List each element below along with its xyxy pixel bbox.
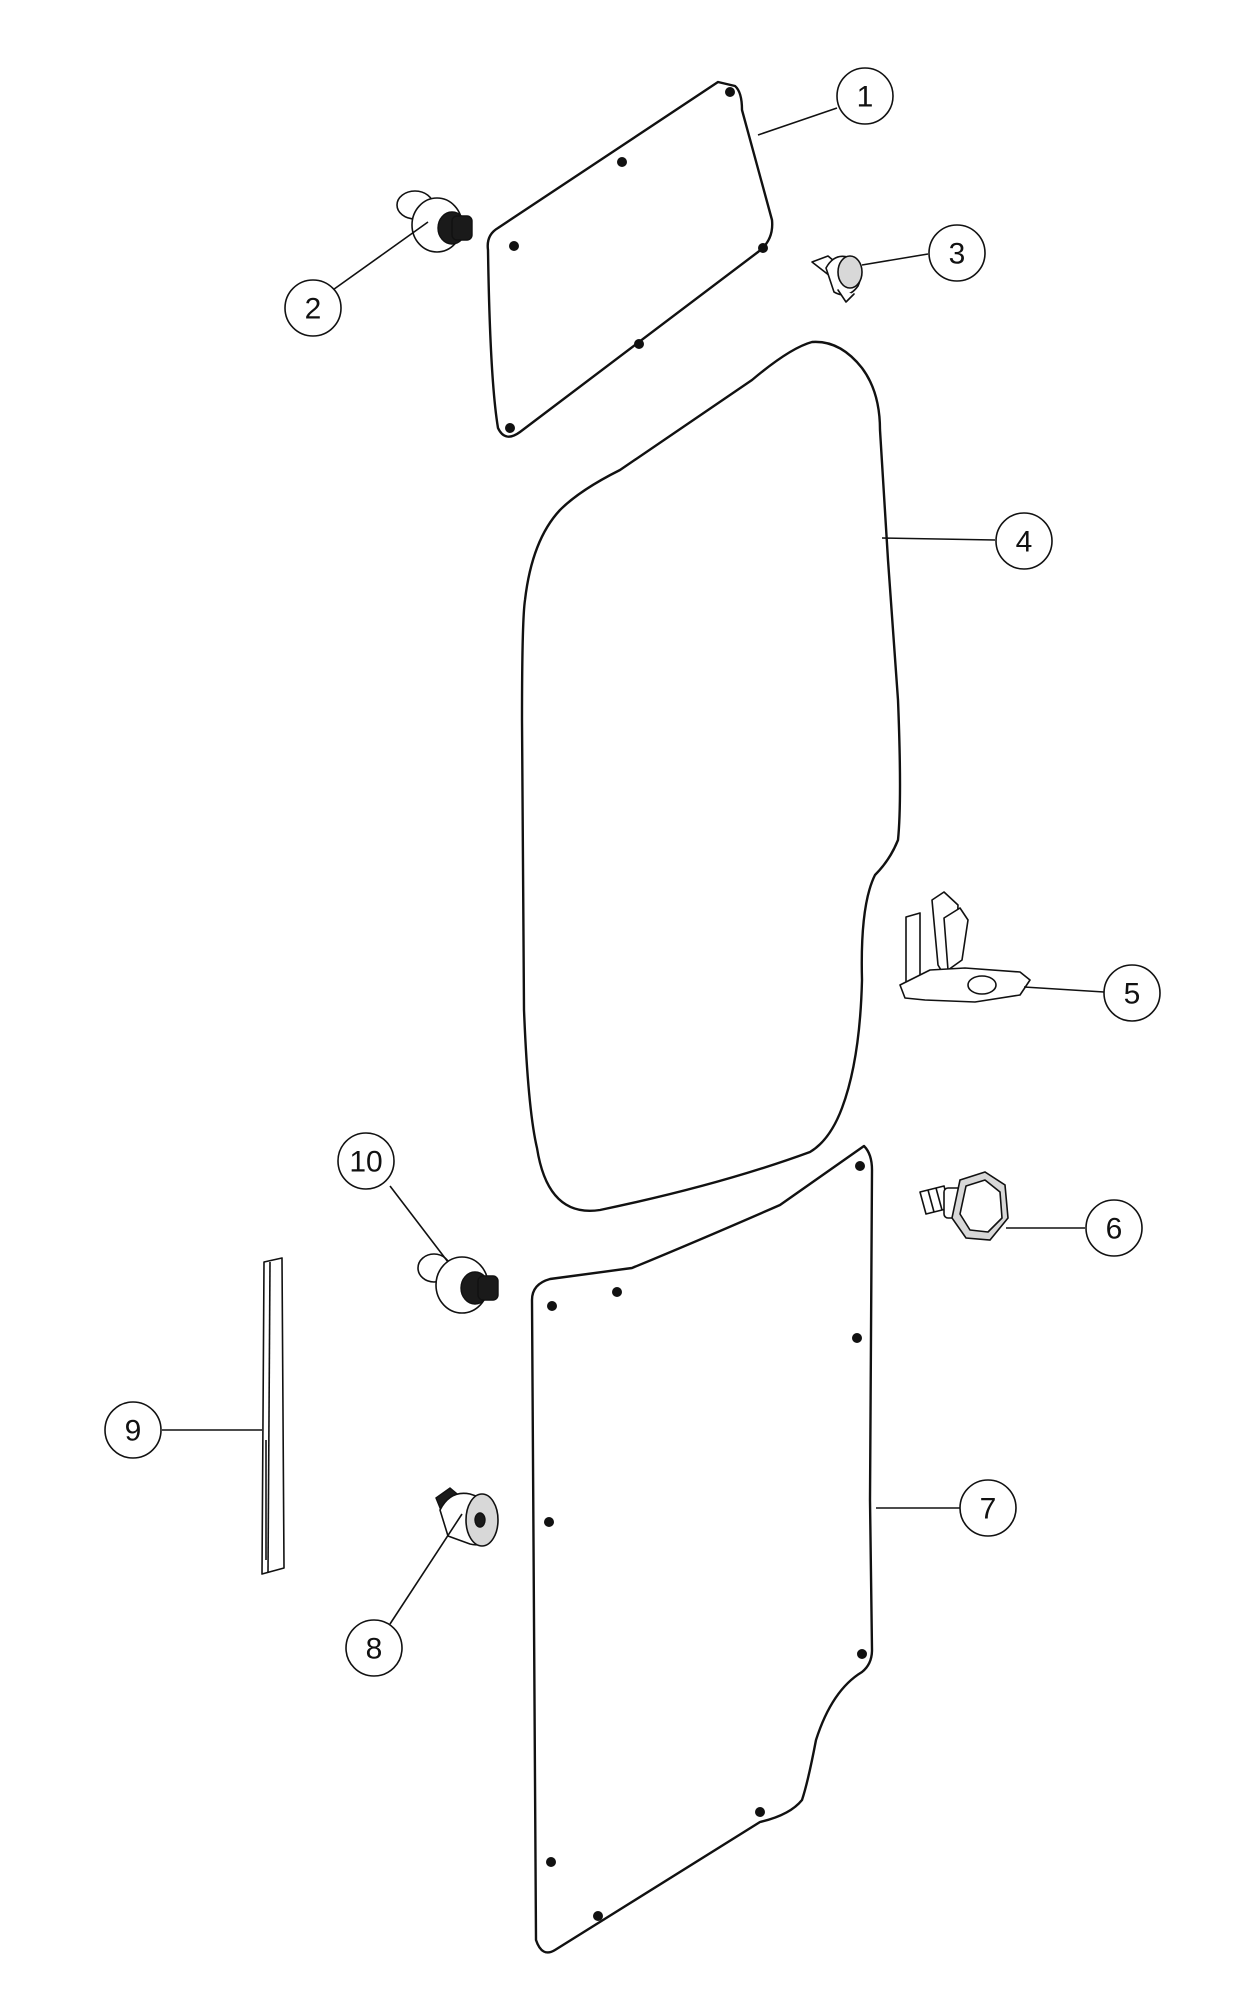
callout-3-label: 3 — [949, 238, 966, 271]
callout-5: 5 — [1103, 964, 1161, 1022]
part-3-clip — [811, 255, 863, 303]
callout-10-label: 10 — [349, 1146, 382, 1179]
part-10-washer-nut — [417, 1253, 499, 1314]
part-5-bracket — [899, 891, 1031, 1003]
callout-8: 8 — [345, 1619, 403, 1677]
callout-4: 4 — [995, 512, 1053, 570]
callout-6-label: 6 — [1106, 1213, 1123, 1246]
part-7-lower-panel — [530, 1144, 874, 1954]
part-2-washer-nut — [396, 190, 473, 253]
callout-10: 10 — [337, 1132, 395, 1190]
part-4-glass-panel — [520, 340, 902, 1213]
callout-2-label: 2 — [305, 293, 322, 326]
callout-8-label: 8 — [366, 1633, 383, 1666]
callout-9-label: 9 — [125, 1415, 142, 1448]
leader-lines — [162, 107, 1105, 1625]
part-8-knob — [435, 1487, 499, 1547]
callout-1: 1 — [836, 67, 894, 125]
part-1-upper-panel — [486, 80, 774, 438]
part-6-hex-bolt — [919, 1171, 1009, 1241]
callout-4-label: 4 — [1016, 526, 1033, 559]
callout-7: 7 — [959, 1479, 1017, 1537]
callout-2: 2 — [284, 279, 342, 337]
callout-7-label: 7 — [980, 1493, 997, 1526]
callout-6: 6 — [1085, 1199, 1143, 1257]
callout-9: 9 — [104, 1401, 162, 1459]
callout-3: 3 — [928, 224, 986, 282]
callout-5-label: 5 — [1124, 978, 1141, 1011]
part-9-strip — [261, 1257, 285, 1575]
callout-1-label: 1 — [857, 81, 874, 114]
